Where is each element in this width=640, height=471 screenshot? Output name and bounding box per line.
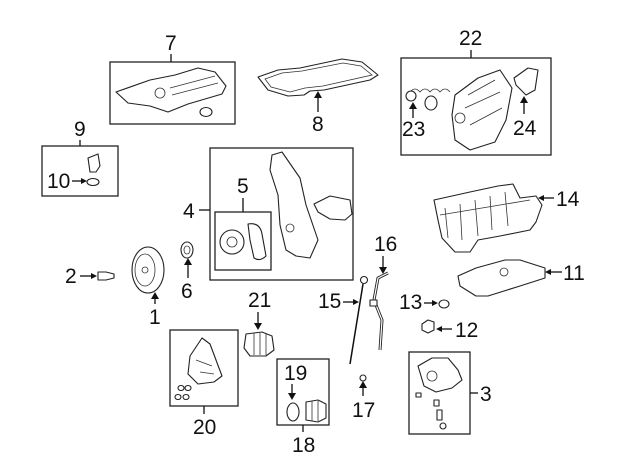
callout-14[interactable]: 14 (556, 188, 580, 211)
oil-pump-part[interactable] (417, 357, 463, 393)
cap-seal-part[interactable] (86, 177, 100, 187)
group-filter-housing: 20 (169, 329, 239, 439)
o-ring-19-part[interactable] (286, 402, 300, 422)
upper-oil-pan-part[interactable] (433, 183, 543, 253)
valve-cover-part[interactable] (115, 67, 227, 113)
callout-4[interactable]: 4 (183, 200, 195, 223)
group-pulley: 1 2 6 (65, 241, 194, 329)
group-gasket-8: 8 (257, 58, 379, 136)
lower-oil-pan-part[interactable] (457, 259, 546, 297)
callout-5[interactable]: 5 (237, 175, 249, 198)
drain-plug-part[interactable] (421, 319, 435, 334)
group-filler-cap: 9 10 (41, 118, 119, 197)
box-22 (400, 57, 552, 156)
callout-22[interactable]: 22 (459, 27, 482, 50)
box-7 (109, 61, 236, 125)
callout-11[interactable]: 11 (563, 262, 585, 285)
group-oil-filter: 19 18 (276, 358, 330, 457)
dipstick-part[interactable] (349, 283, 364, 365)
callout-2[interactable]: 2 (65, 265, 77, 288)
bracket-24-part[interactable] (513, 67, 539, 96)
valve-cover-detail (154, 87, 166, 99)
callout-13[interactable]: 13 (399, 291, 422, 314)
arrow-8 (314, 91, 322, 98)
seal-17-part[interactable] (359, 374, 367, 382)
timing-cover-part[interactable] (269, 151, 319, 259)
callout-10[interactable]: 10 (47, 170, 70, 193)
callout-24[interactable]: 24 (513, 117, 537, 140)
drain-gasket-part[interactable] (438, 299, 450, 309)
group-upper-oil-pan: 14 (433, 183, 580, 253)
callout-20[interactable]: 20 (193, 416, 216, 439)
box-9 (41, 145, 119, 197)
filter-housing-part[interactable] (187, 337, 223, 385)
group-filter-element: 21 (243, 289, 275, 357)
gasket-23-part[interactable] (405, 90, 417, 102)
group-lower-oil-pan: 11 (457, 259, 585, 297)
callout-8[interactable]: 8 (312, 113, 324, 136)
filler-cap-part[interactable] (87, 153, 101, 173)
manifold-part[interactable] (451, 69, 513, 151)
callout-16[interactable]: 16 (374, 233, 397, 256)
valve-cover-gasket-part[interactable] (257, 58, 379, 97)
box-4 (209, 147, 354, 281)
grommet-part[interactable] (199, 106, 213, 118)
oil-filter-part[interactable] (305, 399, 327, 423)
box-5 (214, 211, 272, 271)
group-dipstick: 16 15 17 (318, 233, 397, 422)
callout-12[interactable]: 12 (455, 319, 478, 342)
callout-19[interactable]: 19 (284, 362, 307, 385)
thermostat-housing-part[interactable] (313, 195, 353, 221)
callout-17[interactable]: 17 (352, 399, 375, 422)
bolt-part[interactable] (97, 271, 115, 281)
callout-1[interactable]: 1 (149, 306, 161, 329)
callout-3[interactable]: 3 (480, 383, 492, 406)
water-pump-gasket-part[interactable] (247, 223, 267, 261)
o-ring-part[interactable] (424, 95, 438, 111)
group-timing-cover: 4 5 (183, 147, 354, 281)
water-pump-part[interactable] (219, 229, 245, 255)
callout-9[interactable]: 9 (74, 118, 86, 141)
callout-6[interactable]: 6 (181, 280, 193, 303)
callout-23[interactable]: 23 (402, 118, 425, 141)
callout-18[interactable]: 18 (292, 434, 315, 457)
seal-6-part[interactable] (180, 241, 194, 259)
callout-15[interactable]: 15 (318, 290, 341, 313)
callout-7[interactable]: 7 (165, 32, 177, 55)
group-drain-plug: 13 12 (399, 291, 478, 342)
group-valve-cover: 7 (109, 32, 236, 125)
group-intake-manifold: 22 23 24 (400, 27, 552, 156)
filter-element-part[interactable] (243, 331, 275, 357)
callout-21[interactable]: 21 (248, 289, 271, 312)
group-oil-pump: 3 (408, 351, 492, 435)
